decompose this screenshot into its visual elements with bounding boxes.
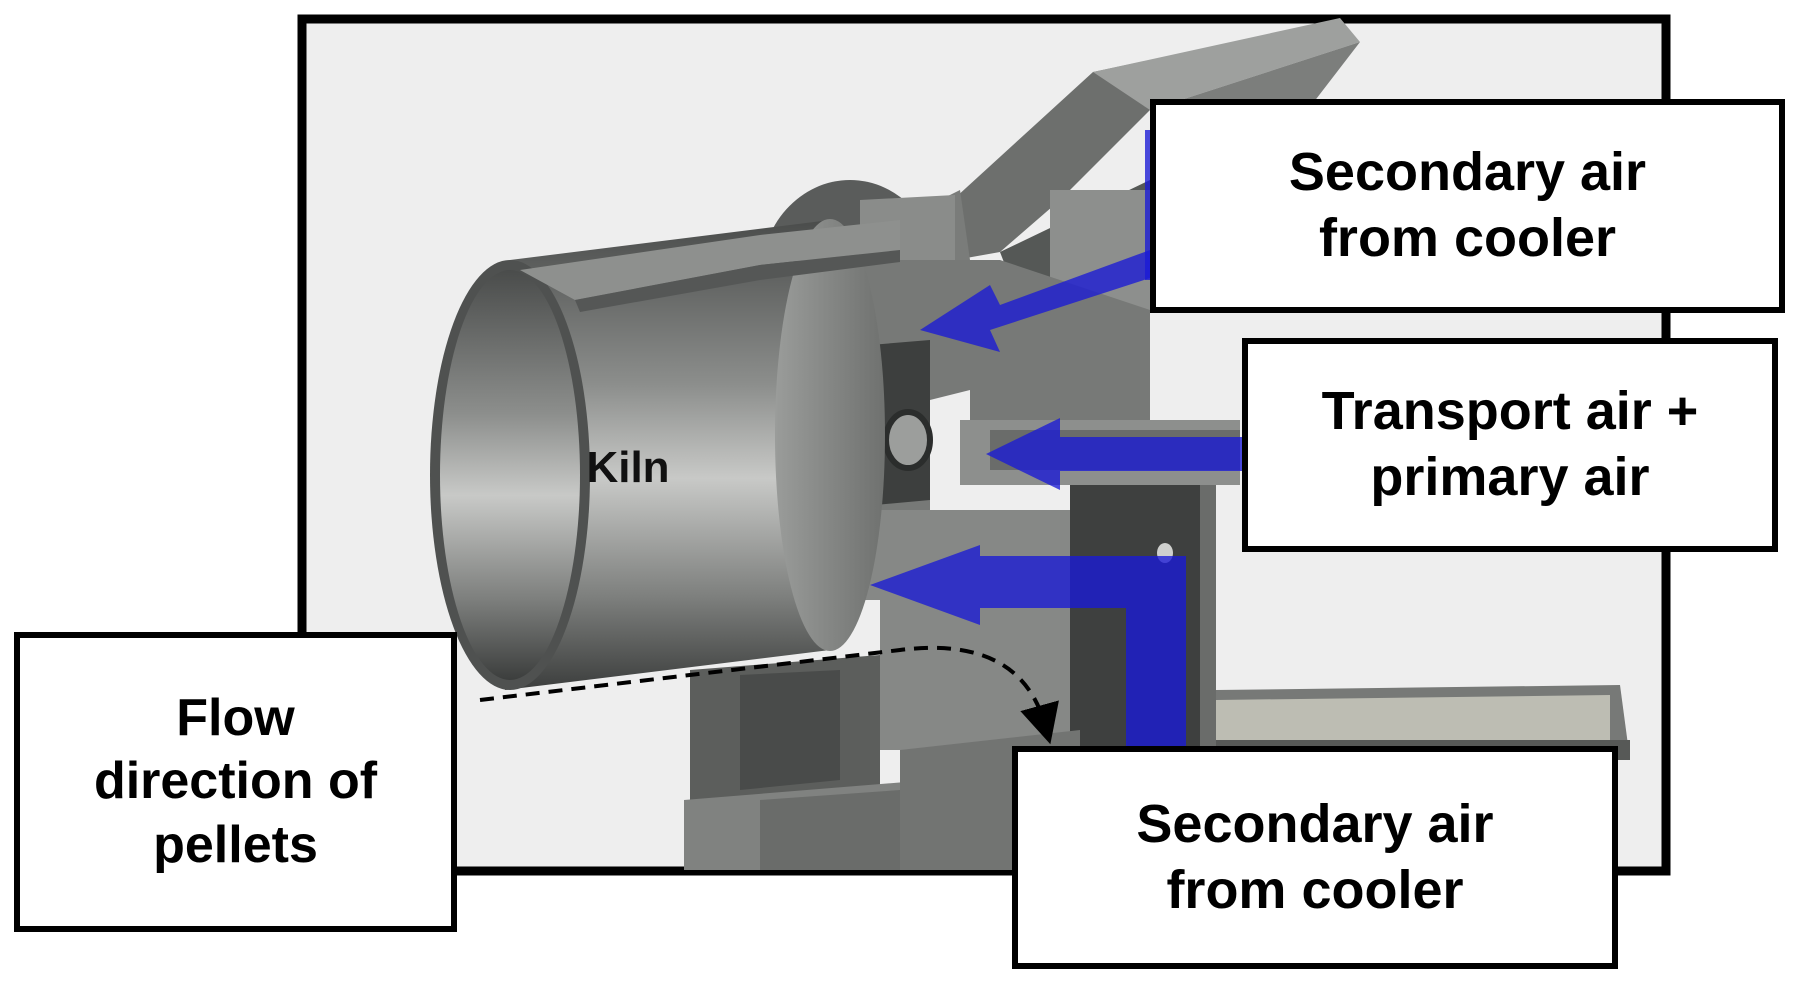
transport-primary-air-label: Transport air + primary air [1242,338,1778,552]
kiln-top-rib [520,220,900,300]
secondary-air-bottom-label: Secondary air from cooler [1012,746,1618,969]
nozzle-hole [883,409,933,471]
transport-air-arrow [986,418,1242,490]
transport-air-line-1: Transport air + [1321,381,1699,442]
pellet-flow-label: Flow direction of pellets [14,632,457,932]
pellet-flow-line-1: Flow [176,688,295,747]
kiln-label: Kiln [586,443,669,492]
secondary-air-bottom-arrow [870,545,1186,750]
pellet-flow-line-3: pellets [153,815,318,874]
kiln-cylinder: Kiln [430,219,900,690]
secondary-air-top-arrow [920,250,1150,352]
secondary-air-top-line-2: from cooler [1318,208,1617,268]
transport-air-line-2: primary air [1370,447,1650,507]
secondary-air-bottom-line-2: from cooler [1166,859,1464,920]
secondary-air-top-line-1: Secondary air [1288,142,1647,203]
secondary-air-bottom-line-1: Secondary air [1136,793,1494,854]
pellet-flow-path [479,645,1059,745]
secondary-air-top-label: Secondary air from cooler [1150,99,1785,313]
pellet-flow-line-2: direction of [93,752,378,811]
